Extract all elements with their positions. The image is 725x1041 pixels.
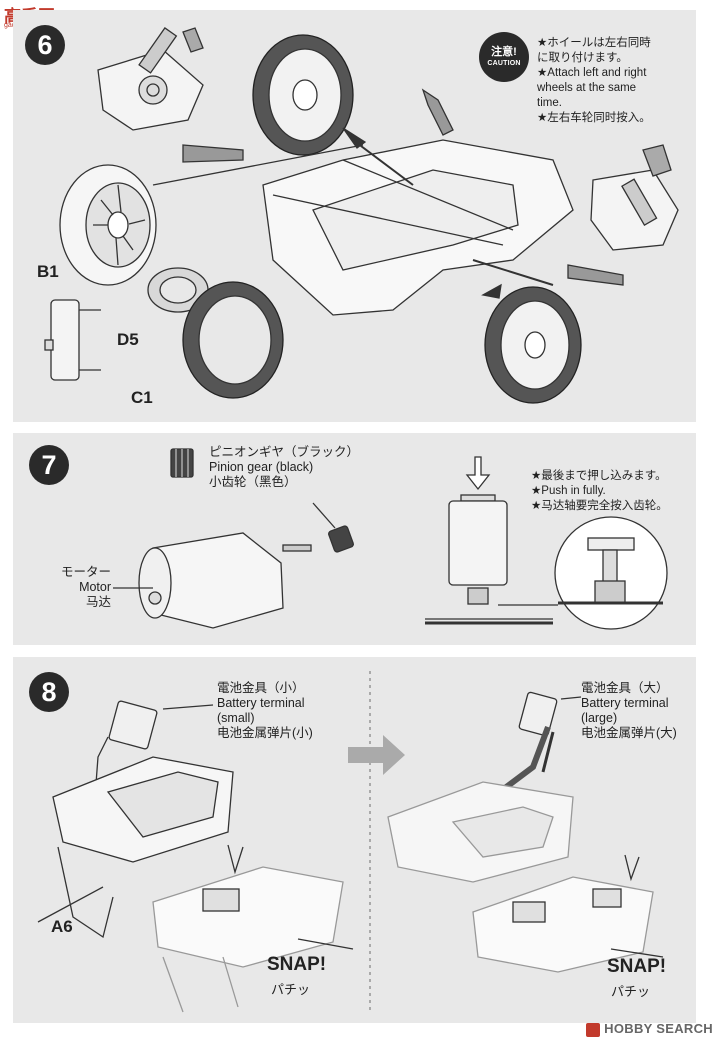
hobby-search-watermark: HOBBY SEARCH xyxy=(586,1021,713,1037)
small-terminal-jp: 電池金具（小） xyxy=(217,681,305,695)
step-8-panel: 8 電池金具（小） Battery terminal (small) 电池金属弹… xyxy=(13,657,696,1023)
step-6-note-line: time. xyxy=(537,97,562,109)
step-8-illustration xyxy=(37,671,664,1013)
hobby-search-text: HOBBY SEARCH xyxy=(604,1021,713,1037)
caution-badge: 注意! CAUTION xyxy=(479,32,529,82)
large-terminal-en2: (large) xyxy=(581,711,618,725)
hobby-search-icon xyxy=(586,1023,601,1037)
small-terminal-cn: 电池金属弹片(小) xyxy=(217,726,313,740)
step-6-note-line: ★Attach left and right xyxy=(537,67,647,79)
motor-label: モーター Motor 马达 xyxy=(61,565,111,610)
step-7-notes: ★最後まで押し込みます。 ★Push in fully. ★马达轴要完全按入齿轮… xyxy=(531,469,691,514)
small-terminal-label: 電池金具（小） Battery terminal (small) 电池金属弹片(… xyxy=(217,681,313,741)
snap-left-en: SNAP! xyxy=(267,954,327,975)
part-label-d5: D5 xyxy=(117,330,139,349)
step-8-number: 8 xyxy=(29,672,69,712)
motor-label-en: Motor xyxy=(79,580,112,594)
step-6-notes: ★ホイールは左右同時 に取り付けます。 ★Attach left and rig… xyxy=(537,36,687,126)
large-terminal-jp: 電池金具（大） xyxy=(581,681,669,695)
large-terminal-label: 電池金具（大） Battery terminal (large) 电池金属弹片(… xyxy=(581,681,677,741)
step-6-note-line: ★ホイールは左右同時 xyxy=(537,37,651,49)
step-6-panel: 6 B1 D5 C1 注意! CAUTION ★ホイールは左右同時 に取り付けま… xyxy=(13,10,696,422)
caution-en: CAUTION xyxy=(487,60,521,67)
step-7-panel: 7 ピニオンギヤ（ブラック） Pinion gear (black) 小齿轮（黑… xyxy=(13,433,696,645)
caution-jp: 注意! xyxy=(491,46,517,58)
pinion-label-cn: 小齿轮（黑色） xyxy=(209,475,297,489)
step-7-note-line: ★Push in fully. xyxy=(531,485,606,497)
pinion-label-en: Pinion gear (black) xyxy=(209,460,314,474)
part-label-b1: B1 xyxy=(37,262,59,281)
small-terminal-en: Battery terminal xyxy=(217,696,305,710)
step-7-illustration xyxy=(113,448,668,630)
small-terminal-en2: (small) xyxy=(217,711,255,725)
part-label-c1: C1 xyxy=(131,388,153,407)
step-6-note-line: wheels at the same xyxy=(537,82,637,94)
motor-label-jp: モーター xyxy=(61,565,112,579)
motor-label-cn: 马达 xyxy=(86,595,112,609)
pinion-gear-label: ピニオンギヤ（ブラック） Pinion gear (black) 小齿轮（黑色） xyxy=(209,445,359,490)
snap-right-jp: パチッ xyxy=(611,984,651,999)
step-7-note-line: ★最後まで押し込みます。 xyxy=(531,470,667,482)
step-6-note-line: に取り付けます。 xyxy=(537,52,628,64)
large-terminal-en: Battery terminal xyxy=(581,696,669,710)
large-terminal-cn: 电池金属弹片(大) xyxy=(581,726,677,740)
step-6-note-line: ★左右车轮同时按入。 xyxy=(537,112,651,124)
step-7-number: 7 xyxy=(29,445,69,485)
snap-left-jp: パチッ xyxy=(271,982,311,997)
snap-right-en: SNAP! xyxy=(607,956,667,977)
part-label-a6: A6 xyxy=(51,917,73,936)
step-6-number: 6 xyxy=(25,25,65,65)
step-6-illustration xyxy=(44,27,679,404)
pinion-label-jp: ピニオンギヤ（ブラック） xyxy=(209,445,360,459)
step-7-note-line: ★马达轴要完全按入齿轮。 xyxy=(531,500,668,512)
